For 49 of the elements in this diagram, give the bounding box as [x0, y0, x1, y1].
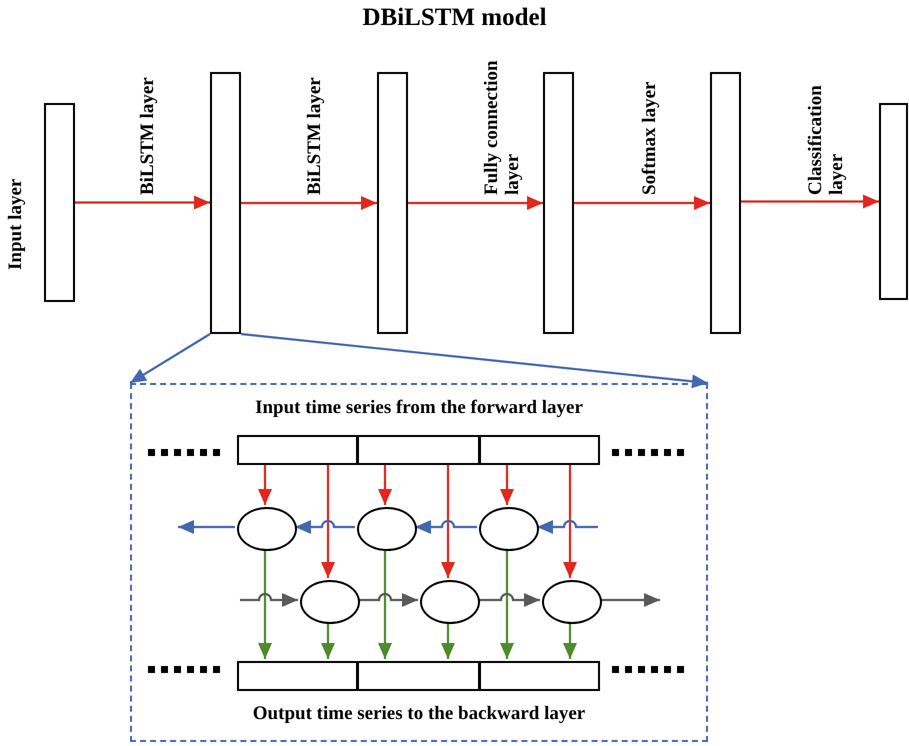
arrow	[741, 194, 879, 208]
arrow	[500, 549, 514, 659]
arrow	[258, 463, 272, 505]
arrow	[321, 622, 335, 659]
time-step-box	[237, 661, 358, 691]
arrow	[178, 520, 235, 534]
diagram-title: DBiLSTM model	[361, 4, 548, 32]
arrow	[378, 463, 392, 505]
arrow	[563, 463, 577, 578]
layer-label: Fully connection layer	[482, 59, 524, 195]
arrow	[600, 593, 660, 607]
layer-label: Softmax layer	[640, 80, 661, 195]
time-step-box	[479, 435, 600, 465]
layer-label: BiLSTM layer	[138, 76, 159, 195]
arrow	[478, 592, 540, 607]
detail-panel	[130, 383, 708, 742]
arrow	[500, 463, 514, 505]
arrow	[240, 592, 298, 607]
time-step-box	[237, 435, 358, 465]
arrow	[408, 196, 543, 210]
time-step-box	[357, 435, 480, 465]
arrow	[441, 622, 455, 659]
layer-label: Classification layer	[806, 84, 848, 195]
arrow	[258, 549, 272, 659]
time-step-box	[357, 661, 480, 691]
arrow	[321, 463, 335, 578]
arrow	[129, 333, 211, 384]
layer-bar	[377, 72, 408, 334]
arrow	[378, 549, 392, 659]
layer-label: Input layer	[6, 178, 27, 270]
panel-heading: Output time series to the backward layer	[252, 703, 586, 725]
layer-label: BiLSTM layer	[305, 76, 326, 195]
layer-bar	[543, 72, 574, 334]
arrow	[537, 520, 598, 534]
time-step-box	[479, 661, 600, 691]
arrow	[240, 332, 708, 388]
arrow	[415, 520, 477, 534]
panel-heading: Input time series from the forward layer	[254, 397, 584, 419]
arrow	[574, 196, 710, 210]
layer-bar	[879, 103, 908, 300]
arrow	[563, 622, 577, 659]
arrow	[295, 520, 355, 534]
arrow	[358, 592, 418, 607]
layer-bar	[210, 72, 241, 334]
layer-bar	[44, 103, 75, 302]
arrow	[75, 196, 210, 210]
layer-bar	[710, 72, 741, 334]
arrow	[441, 463, 455, 578]
arrow	[241, 196, 377, 210]
